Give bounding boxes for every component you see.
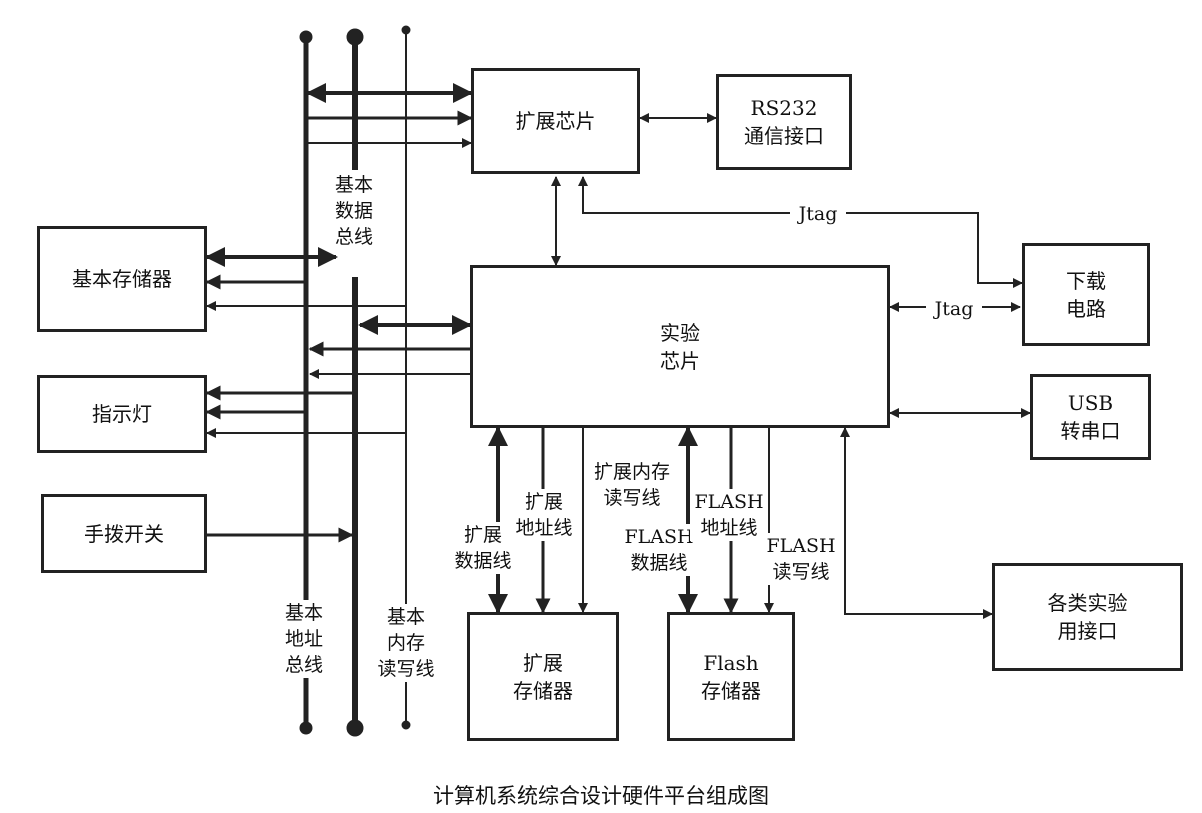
usb-label-line1: USB	[1067, 391, 1114, 415]
address-bus-bottom-dot	[299, 721, 313, 735]
interfaces-label-line1: 各类实验	[1047, 591, 1128, 615]
rw-bus-bottom-dot	[401, 720, 411, 730]
rw-bus-top-dot	[401, 25, 411, 35]
flash-storage-label-line2: 存储器	[701, 678, 761, 703]
download-label-line1: 下载	[1066, 268, 1106, 293]
expansion-storage-block: 扩展 存储器	[467, 612, 619, 741]
experiment-interfaces-block: 各类实验 用接口	[992, 563, 1183, 671]
expansion-chip-label: 扩展芯片	[515, 109, 596, 133]
exp-storage-label-line1: 扩展	[523, 650, 563, 675]
flash-rw-line-label: FLASH 读写线	[762, 533, 840, 585]
dip-switch-label: 手拨开关	[84, 521, 164, 546]
figure-caption: 计算机系统综合设计硬件平台组成图	[433, 784, 769, 808]
jtag-mid-label: Jtag	[926, 296, 982, 322]
basic-mem-rw-label: 基本 内存 读写线	[370, 604, 442, 682]
rs232-label-line1: RS232	[750, 96, 818, 120]
rs232-block: RS232 通信接口	[716, 74, 852, 170]
flash-data-line-label: FLASH 数据线	[620, 524, 698, 576]
exp-mem-rw-label: 扩展内存 读写线	[584, 459, 680, 511]
exp-addr-line-label: 扩展 地址线	[508, 489, 580, 541]
basic-data-bus-label: 基本 数据 总线	[326, 172, 382, 250]
indicator-light-block: 指示灯	[37, 375, 207, 453]
basic-address-bus-label: 基本 地址 总线	[276, 600, 332, 678]
data-bus-top-dot	[346, 28, 364, 46]
address-bus-top-dot	[299, 30, 313, 44]
flash-storage-block: Flash 存储器	[667, 612, 795, 741]
data-bus-bottom-dot	[346, 719, 364, 737]
experiment-chip-label-line2: 芯片	[660, 348, 700, 373]
usb-label-line2: 转串口	[1060, 419, 1121, 443]
experiment-chip-block: 实验 芯片	[470, 265, 890, 428]
experiment-chip-label-line1: 实验	[660, 320, 700, 345]
expansion-chip-block: 扩展芯片	[471, 68, 640, 174]
usb-serial-block: USB 转串口	[1030, 374, 1151, 460]
jtag-top-label: Jtag	[790, 201, 846, 227]
rs232-label-line2: 通信接口	[744, 124, 824, 148]
flash-storage-label-line1: Flash	[703, 650, 759, 675]
interfaces-label-line2: 用接口	[1057, 619, 1118, 643]
flash-addr-line-label: FLASH 地址线	[690, 489, 768, 541]
dip-switch-block: 手拨开关	[41, 494, 207, 573]
indicator-light-label: 指示灯	[92, 402, 152, 426]
basic-memory-label: 基本存储器	[72, 267, 172, 291]
exp-storage-label-line2: 存储器	[513, 678, 573, 703]
download-circuit-block: 下载 电路	[1022, 243, 1150, 346]
download-label-line2: 电路	[1066, 296, 1106, 321]
basic-memory-block: 基本存储器	[37, 226, 207, 332]
